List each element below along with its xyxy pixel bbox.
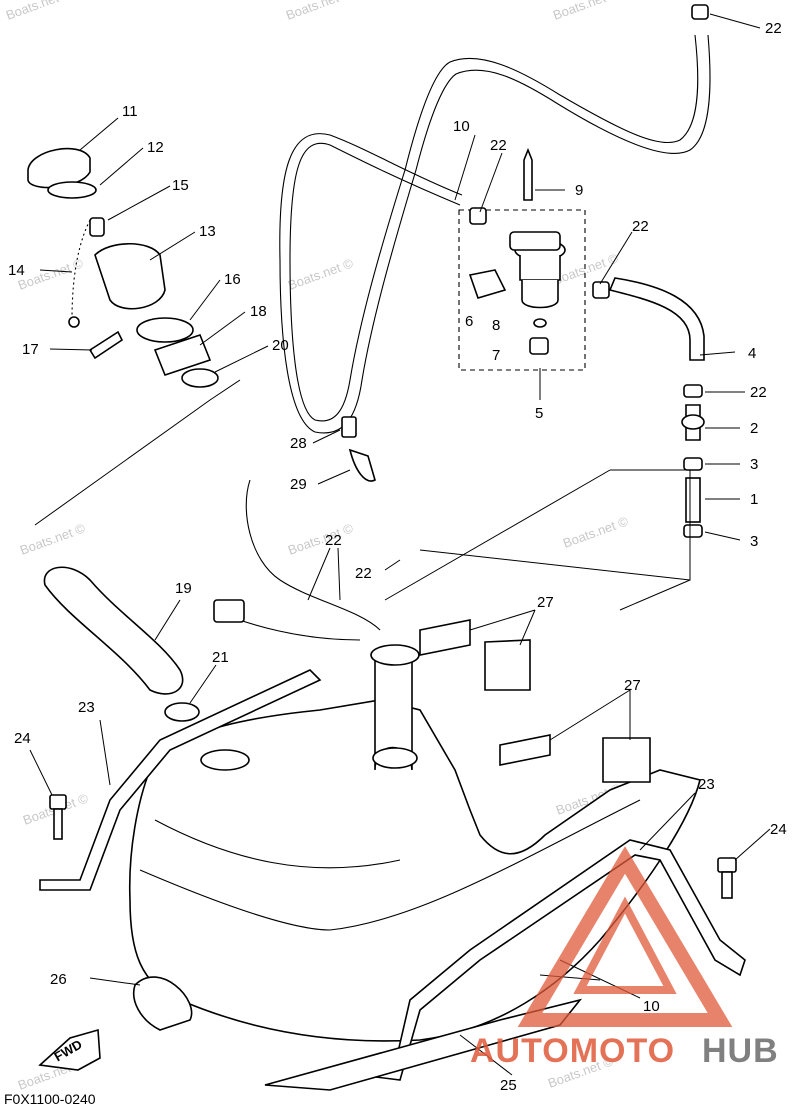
pad-27 [419, 619, 471, 656]
callout-20: 19 [175, 580, 192, 597]
fitting-9 [523, 147, 533, 201]
callout-27: 27 [537, 594, 554, 611]
callout-22: 22 [355, 565, 372, 582]
callout-27: 27 [624, 677, 641, 694]
watermark: Boats.net © [286, 255, 356, 293]
gasket-13 [47, 181, 97, 199]
hose-clip-3 [683, 524, 703, 538]
bolt-24-shank [721, 871, 733, 899]
vent-hose-10 [279, 4, 711, 434]
screw-16 [89, 217, 105, 237]
callout-17: 16 [224, 271, 241, 288]
callout-10: 10 [453, 118, 470, 135]
callout-6: 6 [465, 313, 473, 330]
callout-22: 22 [632, 218, 649, 235]
gasket-17 [136, 317, 194, 343]
callout-13: 12 [147, 139, 164, 156]
hose-clip [469, 207, 487, 225]
filler-cap-parts [27, 147, 219, 388]
fuel-tank-26 [128, 644, 701, 1042]
callout-22: 22 [765, 20, 782, 37]
hose-clip-22 [683, 384, 703, 398]
fuel-filter-assembly [458, 147, 586, 371]
chain-15 [71, 219, 91, 321]
callout-23: 23 [698, 776, 715, 793]
callout-22: 22 [490, 137, 507, 154]
pad-25 [264, 998, 583, 1091]
automotohub-logo: AUTOMOTO HUB [470, 846, 779, 1070]
watermark: Boats.net © [4, 0, 74, 23]
callout-7: 7 [492, 347, 500, 364]
filler-hose-20 [43, 566, 184, 695]
inline-parts-stack [681, 384, 705, 538]
callout-16: 15 [172, 177, 189, 194]
bolt-24 [49, 794, 67, 810]
pad-27 [499, 734, 551, 766]
callout-11: 10 [643, 998, 660, 1015]
hose-clip-3 [683, 457, 703, 471]
callout-21: 21 [212, 649, 229, 666]
drain-screw-7 [529, 337, 549, 355]
pad-26 [133, 976, 193, 1031]
callout-22: 22 [750, 384, 767, 401]
clamp-21 [181, 368, 219, 388]
callout-24: 24 [14, 730, 31, 747]
pad-27 [602, 737, 651, 783]
bracket-6 [468, 269, 507, 299]
callout-1: 1 [750, 491, 758, 508]
callout-19: 18 [250, 303, 267, 320]
clamp-21 [164, 702, 200, 722]
bolt-24 [717, 857, 737, 873]
callout-26: 26 [50, 971, 67, 988]
callout-29: 29 [290, 476, 307, 493]
callout-4: 4 [748, 345, 756, 362]
callout-22: 22 [325, 532, 342, 549]
callout-12: 11 [122, 103, 138, 120]
leader-lines [29, 13, 771, 1076]
callout-9: 9 [575, 182, 583, 199]
callout-15: 14 [8, 262, 25, 279]
band-29 [348, 448, 376, 482]
pad-27 [484, 639, 531, 691]
o-ring-8 [533, 318, 547, 328]
fuel-hose-4 [608, 277, 705, 361]
callout-23: 23 [78, 699, 95, 716]
callout-14: 13 [199, 223, 216, 240]
brand-part1: AUTOMOTO [470, 1032, 675, 1070]
fwd-arrow-icon: FWD [38, 1028, 101, 1071]
filler-neck-14 [94, 243, 166, 310]
nut-19 [153, 334, 212, 376]
callout-8: 8 [492, 317, 500, 334]
bolt-24-shank [53, 808, 63, 840]
watermark: Boats.net © [284, 0, 354, 23]
clip-18 [88, 330, 124, 360]
callout-21: 20 [272, 337, 289, 354]
callouts: 11 12 15 13 14 16 18 20 17 10 22 9 22 22… [8, 20, 787, 1094]
callout-2: 2 [750, 420, 758, 437]
clip-28 [341, 416, 357, 438]
callout-25: 25 [500, 1077, 517, 1094]
diagram-code: F0X1100-0240 [4, 1091, 96, 1107]
hose-clip [592, 281, 610, 299]
watermark: Boats.net © [551, 0, 621, 23]
watermark: Boats.net © [286, 520, 356, 558]
brand-part2: HUB [702, 1032, 779, 1070]
strap-23 [39, 669, 322, 891]
connector [213, 599, 245, 623]
callout-24: 24 [770, 821, 787, 838]
watermark: Boats.net © [561, 513, 631, 551]
watermark: Boats.net © [18, 520, 88, 558]
callout-3: 3 [750, 533, 758, 550]
filler-cap-12 [27, 147, 91, 189]
callout-5: 5 [535, 405, 543, 422]
hose-clip [691, 4, 709, 20]
callout-3: 3 [750, 456, 758, 473]
hose-1 [685, 477, 701, 523]
callout-28: 28 [290, 435, 307, 452]
callout-18: 17 [22, 341, 39, 358]
